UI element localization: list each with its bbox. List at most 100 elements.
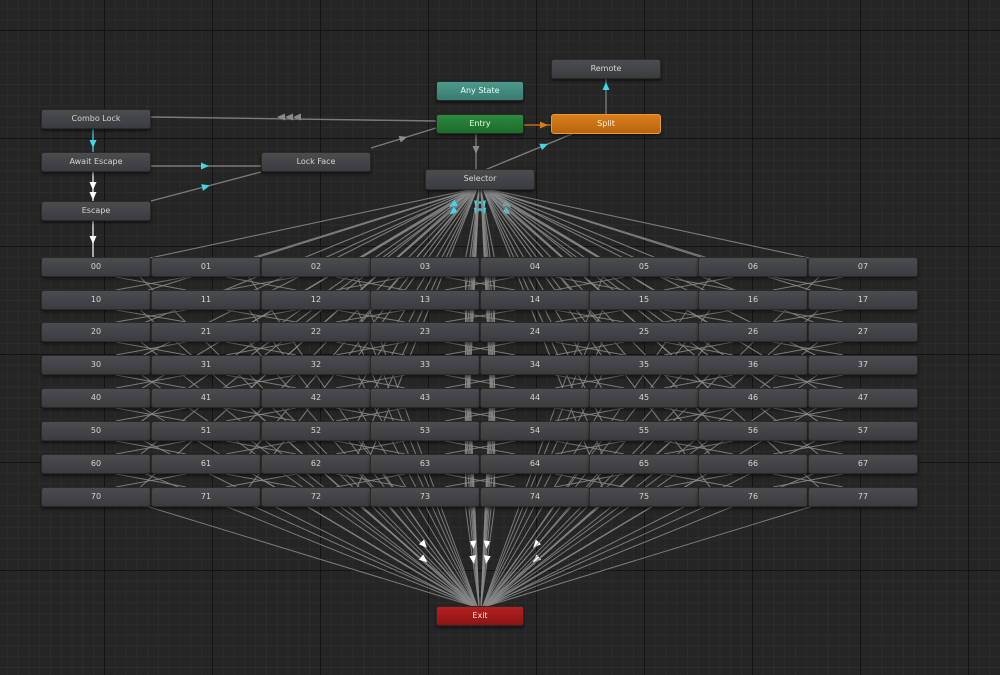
state-digit-35[interactable]: 35 [589, 355, 699, 375]
state-selector[interactable]: Selector [425, 169, 535, 190]
state-digit-25[interactable]: 25 [589, 322, 699, 342]
transition-line-185[interactable] [115, 407, 187, 422]
transition-line-129[interactable] [115, 276, 187, 291]
transition-line-193[interactable] [554, 407, 625, 422]
transition-line-127[interactable] [486, 502, 824, 607]
state-digit-76[interactable]: 76 [698, 487, 808, 507]
transition-line-139[interactable] [663, 276, 734, 291]
state-digit-32[interactable]: 32 [261, 355, 371, 375]
transition-line-1[interactable] [135, 188, 474, 295]
state-await-escape[interactable]: Await Escape [41, 152, 151, 172]
state-digit-66[interactable]: 66 [698, 454, 808, 474]
transition-line-195[interactable] [663, 407, 734, 422]
transition-line-56[interactable] [486, 188, 824, 262]
transition-line-0[interactable] [135, 188, 474, 262]
transition-line-189[interactable] [335, 407, 406, 422]
state-digit-10[interactable]: 10 [41, 290, 151, 310]
transition-line-48[interactable] [484, 188, 714, 262]
transition-line-211[interactable] [772, 440, 844, 455]
state-digit-02[interactable]: 02 [261, 257, 371, 277]
state-digit-47[interactable]: 47 [808, 388, 918, 408]
state-digit-51[interactable]: 51 [151, 421, 261, 441]
state-digit-61[interactable]: 61 [151, 454, 261, 474]
state-digit-27[interactable]: 27 [808, 322, 918, 342]
transition-line-131[interactable] [225, 276, 297, 291]
transition-line-137[interactable] [554, 276, 625, 291]
state-digit-33[interactable]: 33 [370, 355, 480, 375]
transition-line-217[interactable] [335, 473, 406, 488]
state-digit-15[interactable]: 15 [589, 290, 699, 310]
transition-line-171[interactable] [115, 374, 187, 389]
transition-line-57[interactable] [486, 188, 824, 295]
state-digit-01[interactable]: 01 [151, 257, 261, 277]
transition-line-133[interactable] [335, 276, 406, 291]
state-digit-64[interactable]: 64 [480, 454, 590, 474]
state-combo-lock[interactable]: Combo Lock [41, 109, 151, 129]
transition-line-95[interactable] [464, 502, 480, 607]
state-digit-22[interactable]: 22 [261, 322, 371, 342]
transition-line-213[interactable] [115, 473, 187, 488]
state-digit-56[interactable]: 56 [698, 421, 808, 441]
transition-line-157[interactable] [115, 341, 187, 356]
transition-line-191[interactable] [444, 407, 516, 422]
state-digit-03[interactable]: 03 [370, 257, 480, 277]
transition-line-179[interactable] [554, 374, 625, 389]
state-digit-54[interactable]: 54 [480, 421, 590, 441]
state-digit-57[interactable]: 57 [808, 421, 918, 441]
state-digit-60[interactable]: 60 [41, 454, 151, 474]
transition-line-225[interactable] [772, 473, 844, 488]
state-digit-43[interactable]: 43 [370, 388, 480, 408]
transition-line-221[interactable] [554, 473, 625, 488]
state-digit-12[interactable]: 12 [261, 290, 371, 310]
transition-line-151[interactable] [554, 309, 625, 323]
state-digit-17[interactable]: 17 [808, 290, 918, 310]
state-remote[interactable]: Remote [551, 59, 661, 79]
transition-line-155[interactable] [772, 309, 844, 323]
transition-line-173[interactable] [225, 374, 297, 389]
transition-line-87[interactable] [355, 502, 478, 607]
state-digit-20[interactable]: 20 [41, 322, 151, 342]
state-digit-44[interactable]: 44 [480, 388, 590, 408]
transition-line-215[interactable] [225, 473, 297, 488]
transition-line-159[interactable] [225, 341, 297, 356]
transition-line-79[interactable] [245, 502, 476, 607]
state-digit-23[interactable]: 23 [370, 322, 480, 342]
state-digit-26[interactable]: 26 [698, 322, 808, 342]
state-digit-05[interactable]: 05 [589, 257, 699, 277]
state-digit-41[interactable]: 41 [151, 388, 261, 408]
state-exit[interactable]: Exit [436, 606, 524, 626]
state-digit-37[interactable]: 37 [808, 355, 918, 375]
transition-line-167[interactable] [663, 341, 734, 356]
transition-line-165[interactable] [554, 341, 625, 356]
transition-line-163[interactable] [444, 341, 516, 356]
state-lock-face[interactable]: Lock Face [261, 152, 371, 172]
transition-line-71[interactable] [135, 502, 474, 607]
transition-line-161[interactable] [335, 341, 406, 356]
transition-line-187[interactable] [225, 407, 297, 422]
transition-line-175[interactable] [335, 374, 406, 389]
state-digit-52[interactable]: 52 [261, 421, 371, 441]
state-escape[interactable]: Escape [41, 201, 151, 221]
transition-line-17[interactable] [355, 188, 478, 295]
state-digit-04[interactable]: 04 [480, 257, 590, 277]
state-digit-75[interactable]: 75 [589, 487, 699, 507]
transition-line-223[interactable] [663, 473, 734, 488]
state-digit-14[interactable]: 14 [480, 290, 590, 310]
state-digit-24[interactable]: 24 [480, 322, 590, 342]
transition-line-197[interactable] [772, 407, 844, 422]
state-digit-34[interactable]: 34 [480, 355, 590, 375]
state-digit-30[interactable]: 30 [41, 355, 151, 375]
transition-line-145[interactable] [225, 309, 297, 323]
transition-line-181[interactable] [663, 374, 734, 389]
transition-line-177[interactable] [444, 374, 516, 389]
state-digit-07[interactable]: 07 [808, 257, 918, 277]
state-digit-00[interactable]: 00 [41, 257, 151, 277]
state-digit-50[interactable]: 50 [41, 421, 151, 441]
transition-line-16[interactable] [355, 188, 478, 262]
state-digit-46[interactable]: 46 [698, 388, 808, 408]
state-digit-11[interactable]: 11 [151, 290, 261, 310]
transition-line-153[interactable] [663, 309, 734, 323]
transition-line-119[interactable] [484, 502, 714, 607]
state-digit-62[interactable]: 62 [261, 454, 371, 474]
transition-line-201[interactable] [225, 440, 297, 455]
